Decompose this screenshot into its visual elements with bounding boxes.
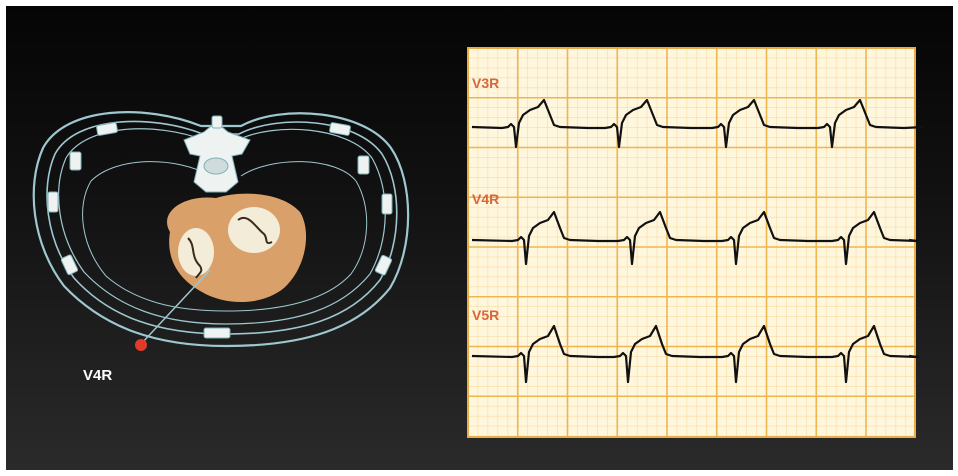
heart (167, 194, 306, 302)
figure: V4R V3R V4R V5R (6, 6, 953, 470)
ecg-panel: V3R V4R V5R (468, 48, 924, 437)
vertebra (184, 116, 250, 192)
rib-4 (61, 254, 79, 275)
rib-7 (382, 194, 392, 214)
slide: V4R V3R V4R V5R (6, 6, 953, 470)
chest-cross-section: V4R (34, 112, 408, 384)
lead-label-v3r: V3R (472, 75, 499, 91)
lead-label-v4r: V4R (472, 191, 499, 207)
electrode-dot (135, 339, 147, 351)
rib-3 (48, 192, 58, 212)
electrode-label: V4R (83, 367, 112, 384)
lead-label-v5r: V5R (472, 307, 499, 323)
left-atrium-chamber (228, 207, 280, 253)
rib-6 (358, 156, 369, 174)
rib-5 (329, 122, 350, 135)
sternum (204, 328, 230, 338)
rib-2 (70, 152, 81, 170)
